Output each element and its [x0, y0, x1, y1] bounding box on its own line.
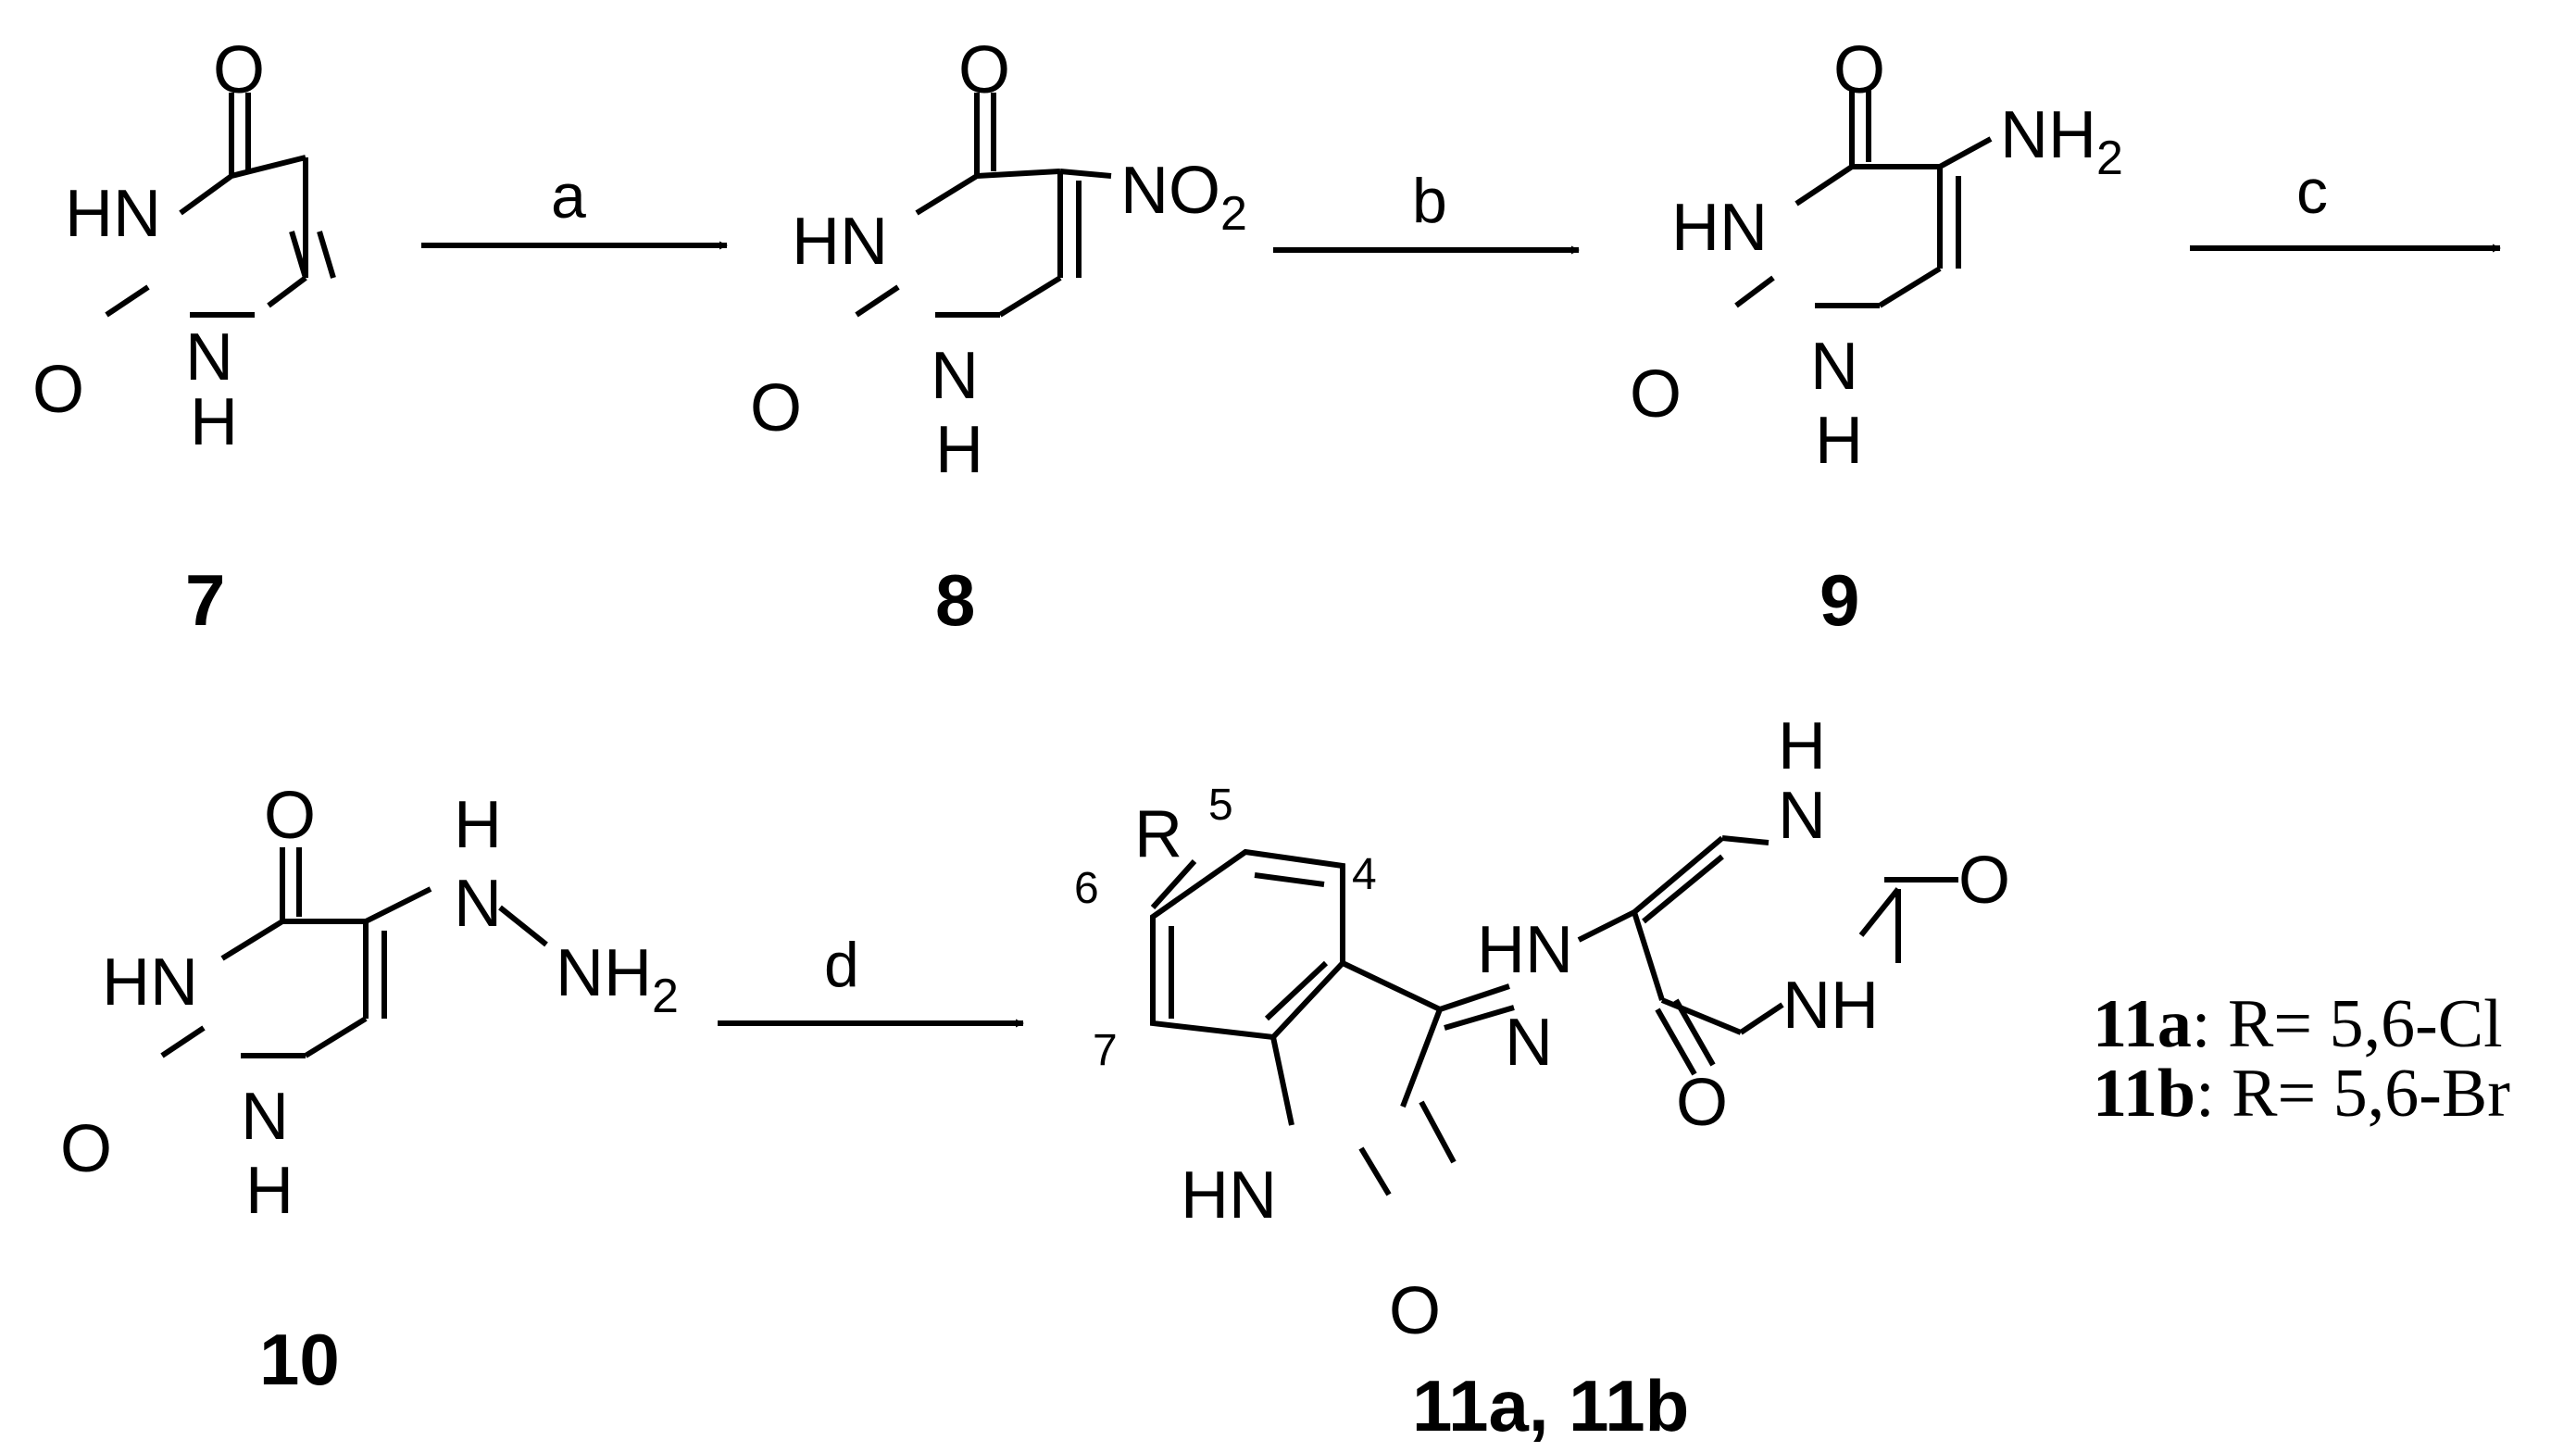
atom-o-left: O	[1630, 357, 1682, 432]
atom-hn: HN	[65, 177, 161, 251]
atom-n-hydrazine: N	[454, 867, 502, 941]
arrow-d: d	[718, 930, 1024, 1028]
atom-n: N	[185, 320, 233, 394]
atom-hn: HN	[102, 945, 198, 1020]
atom-n-uracil: N	[1778, 779, 1826, 853]
atom-h: H	[1815, 404, 1863, 478]
compound-11: R HN O N HN H N O NH O 5 6 4 7 11a, 11b	[1074, 709, 2010, 1446]
legend-11b: 11b: R= 5,6-Br	[2093, 1056, 2510, 1132]
atom-hn: HN	[1671, 191, 1768, 265]
atom-o-top: O	[958, 33, 1010, 107]
atom-o-uracil-right: O	[1958, 844, 2010, 918]
atom-n-azo: N	[1505, 1006, 1553, 1080]
atom-o-left: O	[60, 1112, 112, 1186]
compound-10-label: 10	[259, 1319, 340, 1400]
atom-r: R	[1134, 797, 1182, 871]
atom-o-left: O	[32, 353, 84, 427]
atom-o-isatin: O	[1389, 1274, 1441, 1348]
substituent-legend: 11a: R= 5,6-Cl 11b: R= 5,6-Br	[2093, 986, 2510, 1132]
arrow-b: b	[1273, 166, 1580, 255]
position-4: 4	[1352, 850, 1377, 899]
compound-7-label: 7	[185, 559, 225, 641]
compound-11-label: 11a, 11b	[1412, 1365, 1689, 1446]
atom-o-top: O	[213, 33, 265, 107]
atom-h-uracil: H	[1778, 709, 1826, 783]
atom-h-hydrazine: H	[454, 788, 502, 862]
reagent-c: c	[2296, 156, 2328, 227]
atom-h: H	[190, 385, 238, 459]
compound-10: O HN O N H H N NH2 10	[60, 779, 679, 1400]
position-5: 5	[1208, 781, 1233, 830]
reagent-b: b	[1412, 166, 1447, 236]
atom-o-uracil-bottom: O	[1676, 1066, 1728, 1140]
atom-o-left: O	[750, 371, 802, 445]
atom-hn: HN	[792, 205, 888, 279]
atom-o-top: O	[264, 779, 316, 853]
atom-o-top: O	[1833, 33, 1885, 107]
amino-group: NH2	[2000, 98, 2123, 185]
atom-n: N	[241, 1080, 289, 1154]
atom-n: N	[931, 339, 979, 413]
compound-9: O HN O N H NH2 9	[1630, 33, 2123, 641]
atom-h: H	[245, 1154, 294, 1228]
atom-h: H	[935, 413, 983, 487]
reagent-a: a	[551, 161, 586, 232]
position-6: 6	[1074, 864, 1099, 913]
hydrazine-nh2: NH2	[556, 936, 679, 1023]
atom-n: N	[1810, 330, 1858, 404]
reagent-d: d	[824, 930, 859, 1000]
compound-7: O HN O N H 7	[32, 33, 336, 641]
atom-hn-hydrazone: HN	[1477, 913, 1573, 987]
legend-11a: 11a: R= 5,6-Cl	[2093, 986, 2503, 1062]
nitro-group: NO2	[1120, 154, 1247, 241]
compound-8: O HN O N H NO2 8	[750, 33, 1247, 641]
atom-hn-isatin: HN	[1181, 1158, 1277, 1233]
position-7: 7	[1093, 1026, 1118, 1075]
compound-9-label: 9	[1819, 559, 1859, 641]
arrow-c: c	[2190, 156, 2501, 253]
atom-nh-uracil: NH	[1782, 969, 1879, 1043]
arrow-a: a	[421, 161, 728, 250]
compound-8-label: 8	[935, 559, 975, 641]
